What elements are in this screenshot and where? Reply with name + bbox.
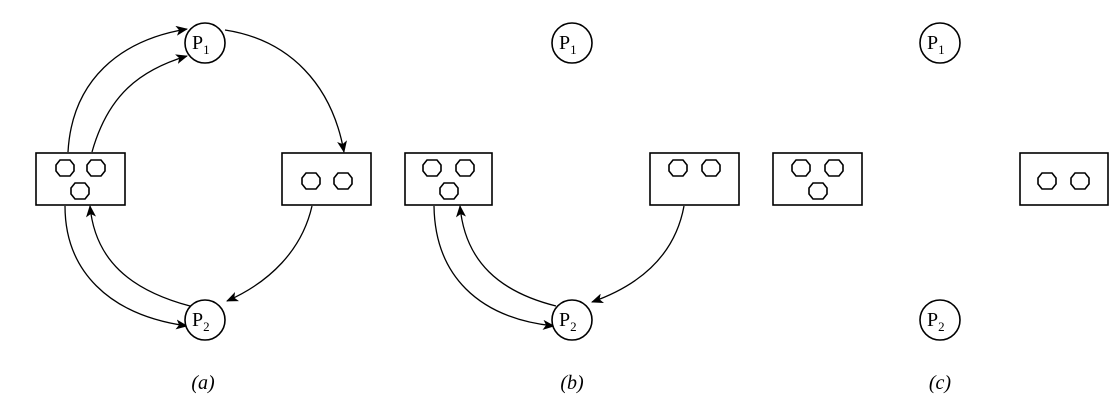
resource-r2	[281, 152, 372, 206]
edge-r1-to-p1-outer	[67, 25, 188, 153]
resource-r2	[1019, 152, 1109, 206]
resource-unit	[422, 159, 442, 177]
diagram-a: P1 P2 (a)	[35, 22, 372, 394]
process-p2: P2	[184, 299, 226, 341]
resource-r1	[404, 152, 493, 206]
caption-a: (a)	[191, 372, 215, 394]
process-p2-label: P2	[559, 309, 577, 334]
caption-b: (b)	[560, 372, 584, 394]
diagram-b: P1 P2 (b)	[404, 22, 740, 394]
resource-unit	[301, 172, 321, 190]
resource-unit	[333, 172, 353, 190]
resource-unit	[55, 159, 75, 177]
process-p1-label: P1	[927, 32, 945, 57]
resource-unit	[701, 159, 721, 177]
edge-r1-to-p2	[64, 205, 188, 330]
resource-unit	[791, 159, 811, 177]
edge-r1-to-p1-inner	[91, 54, 188, 153]
process-p2: P2	[919, 299, 961, 341]
process-p2-label: P2	[927, 309, 945, 334]
edge-r2-to-p2	[591, 205, 685, 304]
edge-r2-to-p2	[226, 205, 313, 302]
resource-unit	[439, 182, 459, 200]
diagram-c: P1 P2 (c)	[772, 22, 1109, 394]
resource-unit	[455, 159, 475, 177]
resource-unit	[668, 159, 688, 177]
resource-unit	[86, 159, 106, 177]
process-p1: P1	[919, 22, 961, 64]
process-p1: P1	[184, 22, 226, 64]
edge-r1-to-p2	[433, 205, 555, 330]
resource-r2	[649, 152, 740, 206]
process-p1-label: P1	[192, 32, 210, 57]
process-p1-label: P1	[559, 32, 577, 57]
resource-unit	[1070, 172, 1090, 190]
resource-unit	[808, 182, 828, 200]
resource-unit	[1037, 172, 1057, 190]
edge-p1-to-r2	[224, 29, 347, 153]
edge-p2-to-r1	[86, 205, 191, 307]
resource-r1	[35, 152, 126, 206]
process-p1: P1	[551, 22, 593, 64]
resource-unit	[70, 182, 90, 200]
caption-c: (c)	[929, 372, 952, 394]
resource-unit	[824, 159, 844, 177]
resource-r1	[772, 152, 863, 206]
edge-p2-to-r1	[456, 205, 557, 307]
process-p2: P2	[551, 299, 593, 341]
process-p2-label: P2	[192, 309, 210, 334]
